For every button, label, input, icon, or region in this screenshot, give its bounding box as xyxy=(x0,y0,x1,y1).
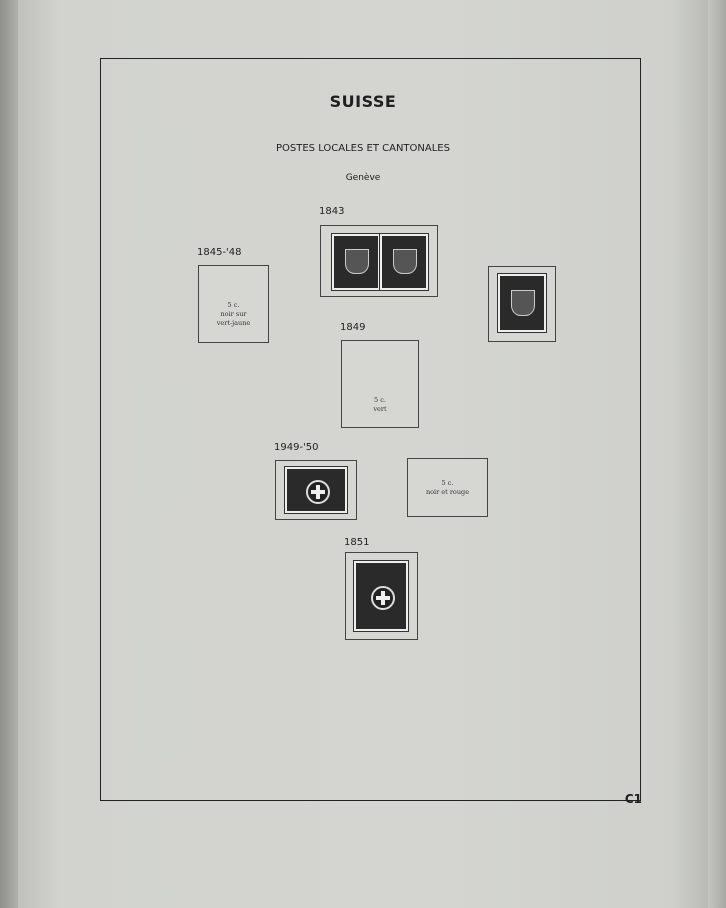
page-title: SUISSE xyxy=(329,92,397,111)
year-label: 1845-'48 xyxy=(197,247,242,258)
year-label: 1851 xyxy=(344,537,370,548)
empty-mount: 5 c. noir et rouge xyxy=(407,458,488,517)
caption-line: 5 c. xyxy=(441,479,454,487)
stamp-5-centimes xyxy=(353,560,409,632)
region-label: Genève xyxy=(345,173,381,183)
stamp-geneva-left xyxy=(331,233,381,291)
year-label: 1843 xyxy=(319,206,345,217)
year-label: 1949-'50 xyxy=(274,442,319,453)
caption-line: vert-jaune xyxy=(216,319,251,327)
page-border xyxy=(100,58,641,801)
stamp-port-cantonal xyxy=(497,273,547,333)
stamp-geneva-right xyxy=(379,233,429,291)
year-label: 1849 xyxy=(340,322,366,333)
page-edge xyxy=(708,0,726,908)
page-number: C1 xyxy=(624,792,642,806)
page-subtitle: POSTES LOCALES ET CANTONALES xyxy=(276,143,450,154)
caption-line: noir sur xyxy=(220,310,247,318)
stamp-poste-locale xyxy=(284,466,348,514)
empty-mount: 5 c. vert xyxy=(341,340,419,428)
stamp-mount-1851 xyxy=(345,552,418,640)
caption-line: 5 c. xyxy=(227,301,240,309)
caption-line: 5 c. xyxy=(374,396,386,404)
stamp-mount-1843 xyxy=(320,225,438,297)
album-page xyxy=(18,0,708,908)
caption-line: noir et rouge xyxy=(425,488,470,496)
stamp-mount-1849-50 xyxy=(275,460,357,520)
empty-mount: 5 c. noir sur vert-jaune xyxy=(198,265,269,343)
album-binding-edge xyxy=(0,0,18,908)
stamp-mount-port-cantonal xyxy=(488,266,556,342)
caption-line: vert xyxy=(373,405,387,413)
